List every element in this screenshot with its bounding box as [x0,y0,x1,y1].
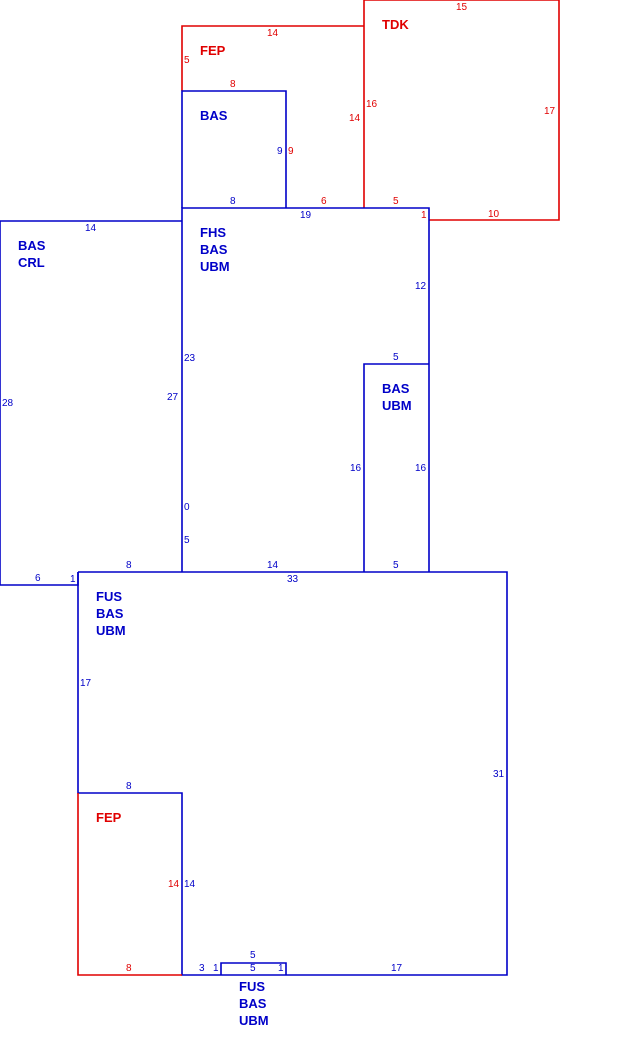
area-label-line: BAS [382,381,410,396]
dim-bas-top-8: 8 [230,196,236,207]
area-label-fep-top: FEP [200,43,226,58]
area-label-line: BAS [200,242,228,257]
dim-tdk-right: 17 [544,106,556,117]
dim-bas-top-9: 9 [277,146,283,157]
area-label-line: BAS [96,606,124,621]
fep-bottom-outline [77,793,182,976]
area-label-line: UBM [382,398,412,413]
dim-fus-bottom-1b: 1 [278,963,284,974]
area-label-line: CRL [18,255,45,270]
area-label-tdk: TDK [382,17,409,32]
dim-fep-top-9: 9 [288,146,294,157]
fep-top-outline [181,25,364,91]
dim-fhs-left-0: 0 [184,502,190,513]
dim-tdk-left: 16 [366,99,378,110]
dim-fus-bottom-5b: 5 [250,963,256,974]
dim-ubm-left-16: 16 [350,463,362,474]
dim-fhs-right-12: 12 [415,281,427,292]
area-label-line: FEP [96,810,122,825]
area-label-line: UBM [96,623,126,638]
area-label-line: BAS [200,108,228,123]
dim-fus-top-33: 33 [287,574,299,585]
dim-crl-left-28: 28 [2,398,14,409]
dim-ubm-bottom-5: 5 [393,560,399,571]
dim-ubm-top-5: 5 [393,352,399,363]
bas-crl-outline [0,220,182,586]
dim-fus-left-17: 17 [80,678,92,689]
bas-top-outline [181,90,287,208]
dim-fhs-bottom-8: 8 [126,560,132,571]
dim-fep-top-6: 6 [321,196,327,207]
dim-fep-top-top: 14 [267,28,279,39]
dim-fep-bottom-8: 8 [126,963,132,974]
dim-crl-top-14: 14 [85,223,97,234]
dim-tdk-bottom-1: 1 [421,210,427,221]
dim-tdk-top: 15 [456,2,468,13]
area-label-line: BAS [239,996,267,1011]
area-label-line: FHS [200,225,226,240]
fhs-bas-ubm-outline [181,207,430,572]
dim-fep-top-left: 5 [184,55,190,66]
dim-fus-bottom-5a: 5 [250,950,256,961]
area-label-line: FEP [200,43,226,58]
dim-fus-bottom-1a: 1 [213,963,219,974]
dim-fus-bottom-3: 3 [199,963,205,974]
dimension-labels: 15 17 16 10 5 1 14 5 8 14 9 6 9 8 19 14 … [2,2,556,974]
dim-fus-bottom-17: 17 [391,963,403,974]
dim-fep-top-inner: 8 [230,79,236,90]
dim-fus-14: 14 [184,879,196,890]
area-labels: TDK FEP BAS BAS CRL FHS BAS UBM BAS UBM FUS B… [18,17,412,1028]
tdk-outline [363,0,560,221]
dim-ubm-right-16: 16 [415,463,427,474]
dim-fus-8: 8 [126,781,132,792]
fus-bas-ubm-outline [77,571,508,976]
area-label-bas-ubm: BAS UBM [382,381,412,413]
area-label-bas-top: BAS [200,108,228,123]
area-label-line: FUS [239,979,265,994]
fus-bottom-outline [220,962,287,975]
area-label-fus-bas-ubm-bottom: FUS BAS UBM [239,979,269,1028]
area-label-bas-crl: BAS CRL [18,238,46,270]
dim-fhs-top-19: 19 [300,210,312,221]
dim-crl-bottom-1: 1 [70,574,76,585]
dim-fep-bottom-14: 14 [168,879,180,890]
dim-fhs-bottom-14: 14 [267,560,279,571]
outlines [0,0,560,976]
dim-fhs-left-5: 5 [184,535,190,546]
dim-tdk-bottom: 10 [488,209,500,220]
area-label-line: BAS [18,238,46,253]
dim-fus-right-31: 31 [493,769,505,780]
bas-ubm-outline [363,363,429,572]
area-label-fep-bottom: FEP [96,810,122,825]
area-label-line: TDK [382,17,409,32]
dim-tdk-bottom-5: 5 [393,196,399,207]
area-label-fus-bas-ubm: FUS BAS UBM [96,589,126,638]
area-label-line: UBM [239,1013,269,1028]
dim-crl-bottom-6: 6 [35,573,41,584]
dim-fep-top-right: 14 [349,113,361,124]
area-label-fhs-bas-ubm: FHS BAS UBM [200,225,230,274]
dim-crl-right-27: 27 [167,392,179,403]
area-label-line: UBM [200,259,230,274]
dim-fhs-left-23: 23 [184,353,196,364]
area-label-line: FUS [96,589,122,604]
